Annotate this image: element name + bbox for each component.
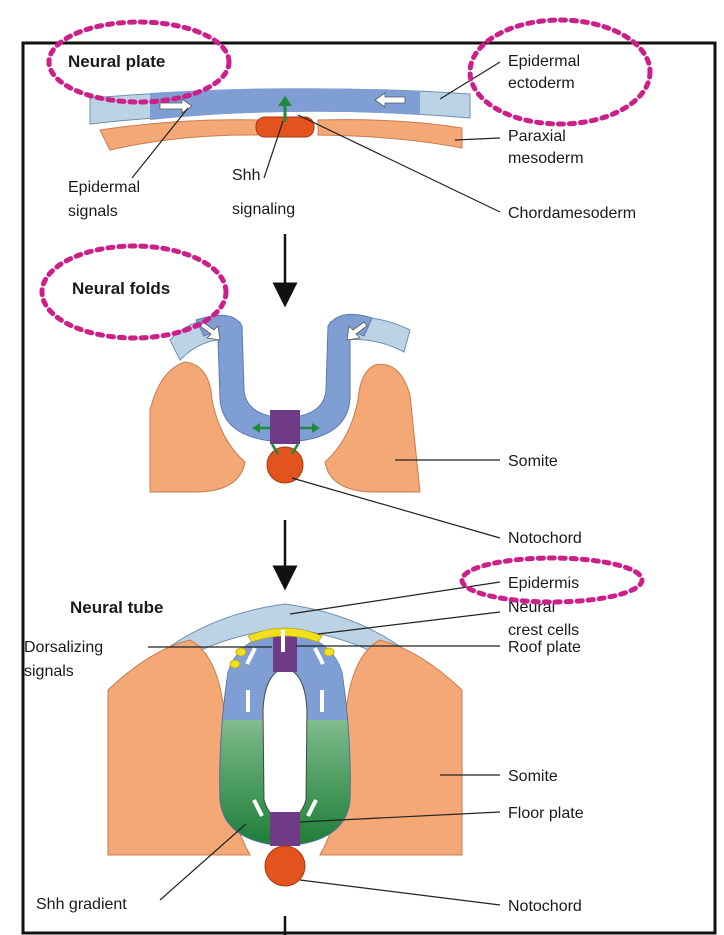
- epidermis-label: Epidermis: [508, 575, 579, 592]
- floor-plate-label: Floor plate: [508, 805, 584, 822]
- somite-label-1: Somite: [508, 453, 558, 470]
- notochord-folds: [267, 447, 303, 483]
- paraxial-mesoderm-label: Paraxial mesoderm: [508, 128, 584, 167]
- neural-tube-title: Neural tube: [70, 598, 164, 617]
- epidermal-signals-label: Epidermal signals: [68, 179, 144, 220]
- paraxial-mesoderm-right: [318, 120, 462, 148]
- fold-floor-midline: [270, 410, 300, 444]
- neural-plate-stage: Neural plate Epidermal ectoderm Paraxial…: [68, 52, 636, 222]
- neural-folds-title: Neural folds: [72, 279, 170, 298]
- roof-plate-label: Roof plate: [508, 639, 581, 656]
- paraxial-mesoderm-left: [100, 120, 258, 150]
- chordamesoderm-label: Chordamesoderm: [508, 205, 636, 222]
- notochord-tube: [265, 846, 305, 886]
- dorsalizing-signals-label: Dorsalizing signals: [24, 639, 108, 680]
- shh-gradient-label: Shh gradient: [36, 896, 127, 913]
- neural-folds-stage: Neural folds Somite Notochord: [72, 279, 582, 547]
- notochord-label-1: Notochord: [508, 530, 582, 547]
- shh-signaling-label: Shh signaling: [232, 167, 295, 218]
- neural-crest-cells-label: Neural crest cells: [508, 599, 579, 639]
- notochord-label-2: Notochord: [508, 898, 582, 915]
- highlight-epidermal-ectoderm: [470, 20, 650, 124]
- somite-label-2: Somite: [508, 768, 558, 785]
- neural-tube-stage: Neural tube Epidermis Neural crest cells…: [24, 575, 584, 915]
- epidermal-ectoderm-label: Epidermal ectoderm: [508, 53, 584, 92]
- neural-tube-lumen: [263, 668, 307, 820]
- neural-plate-title: Neural plate: [68, 52, 165, 71]
- floor-plate-shape: [270, 812, 300, 846]
